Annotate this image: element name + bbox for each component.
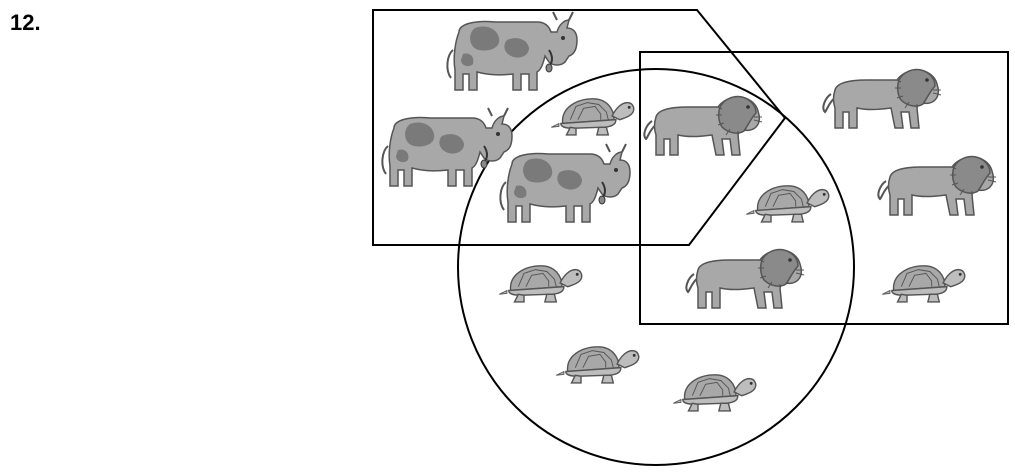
turtle-icon	[499, 266, 581, 302]
cow-icon	[500, 144, 630, 222]
cow-icon	[382, 108, 512, 186]
turtle-icon	[556, 347, 638, 383]
lion-icon	[823, 69, 941, 128]
cow-icon	[447, 12, 577, 90]
turtle-icon	[746, 186, 828, 222]
turtle-icon	[673, 375, 755, 411]
lion-icon	[686, 249, 804, 308]
lion-icon	[878, 156, 996, 215]
turtle-icon	[882, 266, 964, 302]
turtle-icon	[551, 99, 633, 135]
lion-icon	[644, 96, 762, 155]
